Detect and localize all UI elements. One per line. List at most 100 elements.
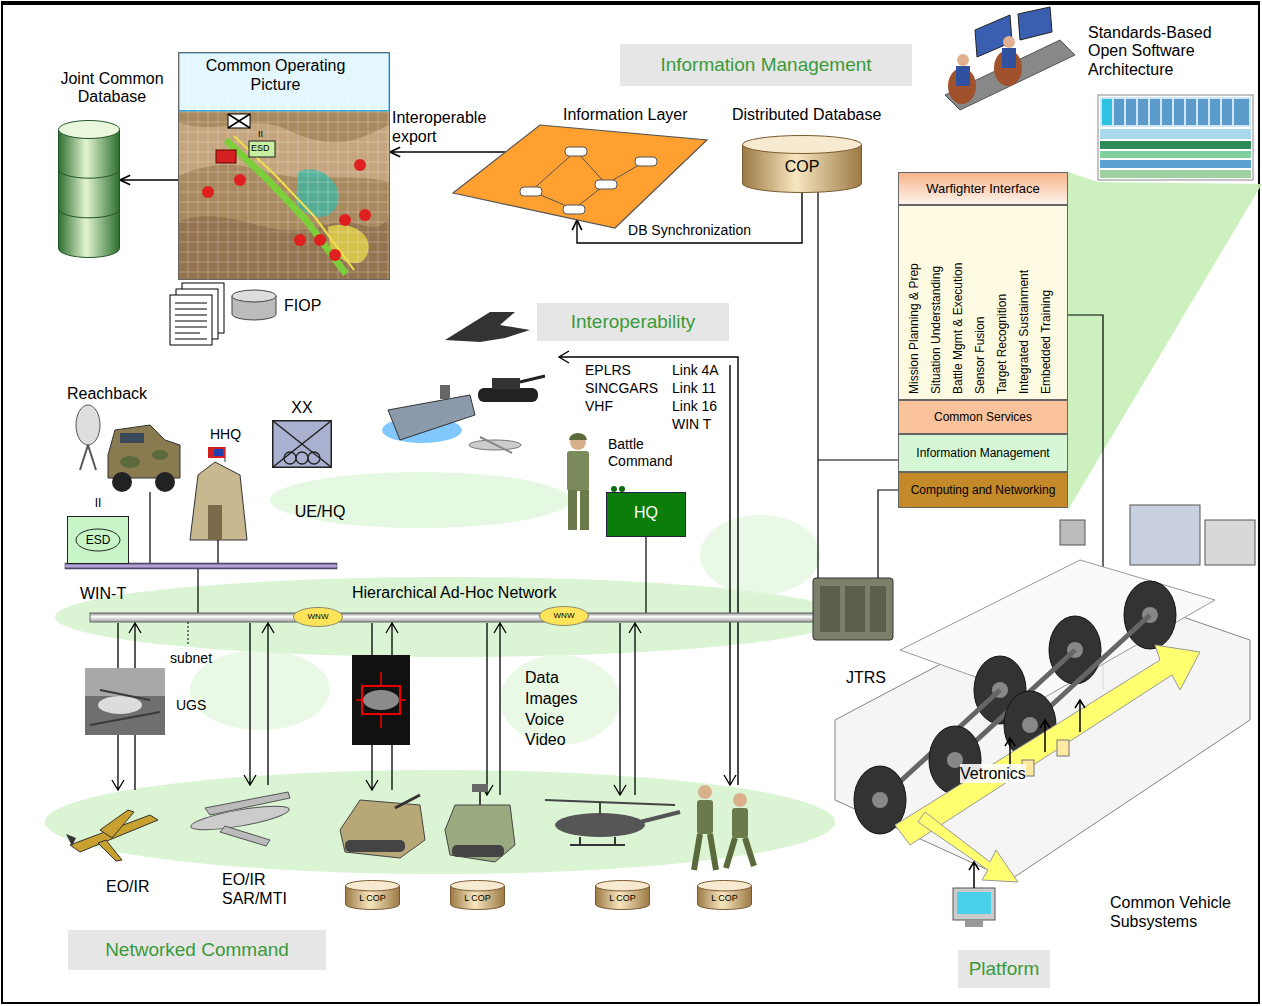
reachback-vehicle — [80, 445, 96, 470]
node-text: HQ — [606, 503, 686, 522]
joint-platforms — [445, 312, 530, 342]
reachback-vehicle — [112, 472, 132, 492]
text-label: Hierarchical Ad-Hoc Network — [352, 583, 557, 602]
sensor-images — [363, 690, 399, 710]
reachback-vehicle — [149, 492, 150, 564]
battle-command-soldier — [580, 490, 589, 530]
sensor-platforms — [726, 838, 754, 868]
text-label: Link 4A — [672, 362, 719, 379]
node-text: Information Management — [916, 446, 1049, 460]
text-label: VHF — [585, 398, 613, 415]
text-label: SINCGARS — [585, 380, 658, 397]
map-panel-outline — [329, 249, 341, 261]
hhq-tent — [217, 540, 218, 564]
network-pipe — [90, 613, 815, 622]
operator-consoles — [945, 7, 1075, 110]
map-panel-outline — [179, 53, 390, 280]
battle-command-soldier — [568, 490, 577, 530]
edge-label: Interoperable export — [392, 108, 502, 146]
network-glow — [270, 472, 570, 528]
unit-symbol-outline — [284, 452, 296, 464]
joint-platforms — [478, 388, 538, 402]
win-t-bar — [197, 569, 198, 613]
sensor-platforms — [599, 802, 601, 814]
map-panel-outline — [249, 141, 275, 157]
architecture-thumbnail — [1234, 99, 1249, 125]
wnw-node-outline — [294, 608, 343, 627]
map-panel-outline — [178, 132, 390, 133]
jtrs-radio — [870, 586, 886, 632]
map-panel-outline — [294, 234, 306, 246]
text-label: Standards-Based Open Software Architectu… — [1088, 24, 1228, 79]
wnw-node: WNW — [293, 607, 343, 627]
sensor-platforms — [555, 813, 645, 837]
data-arrows — [188, 622, 189, 646]
sensor-platforms — [395, 795, 420, 808]
hhq-tent — [208, 505, 222, 540]
text-label: subnet — [170, 650, 212, 667]
joint-platforms — [382, 312, 545, 453]
map-panel-outline — [178, 272, 390, 273]
node-text: L COP — [609, 893, 636, 904]
jtrs-radio — [813, 578, 893, 640]
map-panel-outline — [178, 262, 390, 263]
text-label: Vetronics — [960, 764, 1026, 783]
text-label: Reachback — [67, 384, 147, 403]
text-label: Link 11 — [672, 380, 716, 397]
database-cylinder-outline — [59, 130, 120, 258]
fiop-documents — [170, 283, 276, 345]
win-t-bar — [65, 563, 337, 613]
node-text: Situation Understanding — [929, 266, 943, 394]
reachback-vehicle — [155, 472, 175, 492]
local-cop-cylinder-outline — [346, 881, 400, 891]
connector-arrow — [390, 151, 505, 152]
sensor-platforms — [698, 785, 712, 799]
node-text: Distributed Database — [732, 105, 881, 124]
sensor-platforms — [220, 826, 270, 846]
node-text: Common Services — [934, 410, 1032, 424]
interop-link-arrow — [559, 351, 569, 363]
wnw-node-outline — [540, 607, 589, 626]
sensor-platforms — [640, 812, 680, 822]
node-text: Joint Common Database — [57, 70, 167, 107]
vehicle-cutaway — [1005, 700, 1085, 770]
sensor-platforms — [100, 810, 134, 838]
text-label: WIN T — [672, 416, 711, 433]
node-text: XX — [272, 398, 332, 417]
interop-link-arrow — [729, 365, 730, 785]
battle-command-soldier — [567, 451, 589, 491]
architecture-thumbnail — [1100, 129, 1251, 139]
map-panel-outline — [178, 122, 390, 123]
sensor-platforms — [66, 784, 754, 870]
battle-command-soldier — [619, 486, 625, 492]
operator-consoles — [945, 40, 1075, 110]
architecture-thumbnail — [1150, 99, 1160, 125]
node-text: COP — [742, 157, 862, 176]
map-panel-outline — [354, 159, 366, 171]
node-text: UE/HQ — [290, 502, 350, 521]
sensor-platforms — [545, 800, 675, 805]
node-text: Battle Command — [608, 436, 693, 470]
jtrs-radio — [845, 586, 865, 632]
node-text: Target Recognition — [995, 294, 1009, 394]
section-band: Platform — [958, 950, 1050, 988]
sensor-platforms — [732, 808, 748, 838]
architecture-thumbnail — [1126, 99, 1136, 125]
operator-consoles — [1002, 48, 1016, 68]
frame-border — [2, 1, 1260, 5]
map-panel-outline — [178, 52, 390, 280]
database-cylinder-outline — [59, 121, 120, 139]
information-layer-outline — [565, 147, 587, 156]
sensor-images — [362, 686, 400, 714]
node-text: Integrated Sustainment — [1017, 270, 1031, 394]
map-panel-outline — [359, 209, 371, 221]
node-text: Computing and Networking — [911, 483, 1056, 497]
architecture-thumbnail — [1174, 99, 1184, 125]
node-text: Platform — [969, 958, 1040, 981]
text-label: HHQ — [210, 426, 241, 443]
sensor-platforms — [340, 800, 425, 858]
architecture-thumbnail — [1098, 95, 1253, 180]
joint-platforms — [492, 378, 520, 389]
map-panel-outline — [339, 214, 351, 226]
